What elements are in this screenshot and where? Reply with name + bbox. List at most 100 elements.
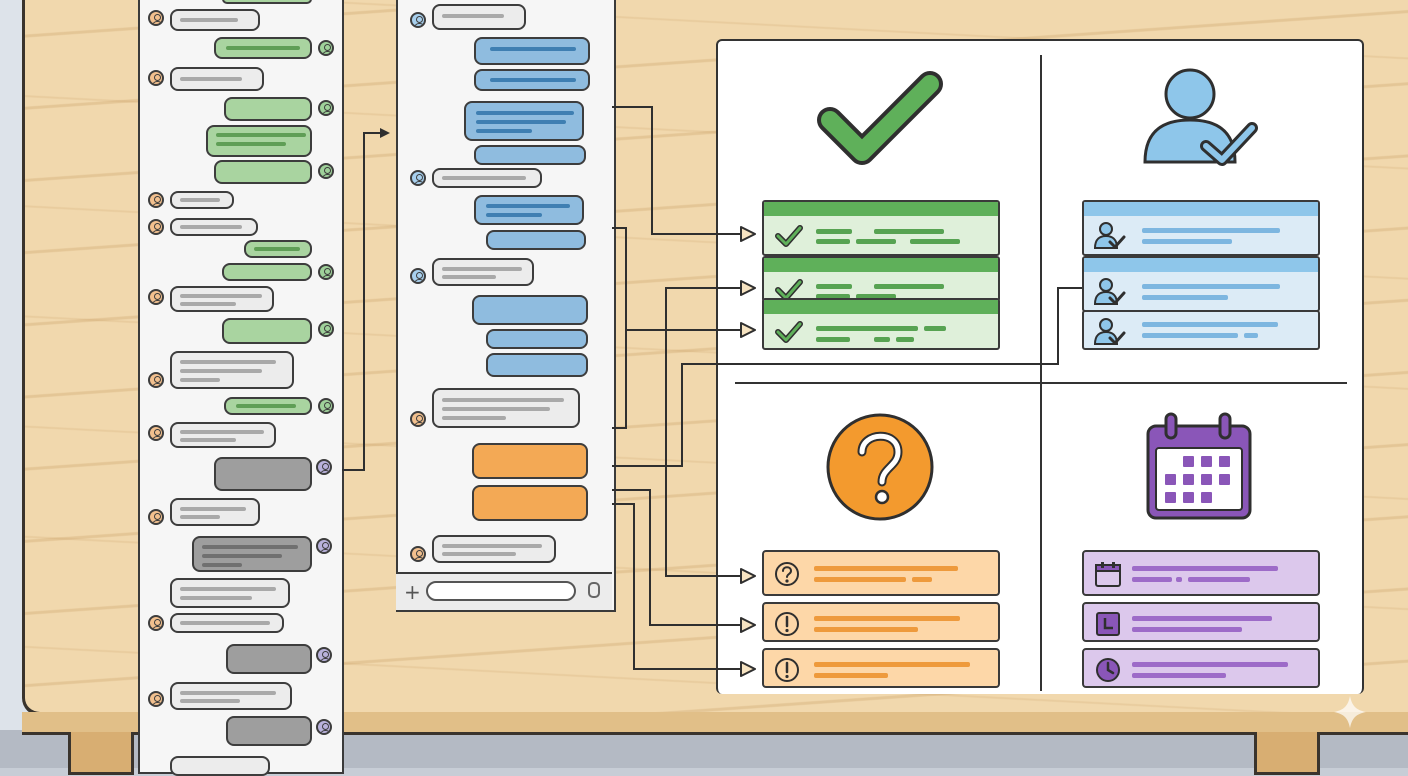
message-bubble bbox=[170, 578, 290, 608]
message-bubble bbox=[226, 716, 312, 746]
message-bubble bbox=[432, 258, 534, 286]
message-bubble bbox=[472, 485, 588, 521]
message-bubble bbox=[192, 536, 312, 572]
question-card[interactable] bbox=[762, 648, 1000, 688]
message-bubble bbox=[486, 353, 588, 377]
avatar-icon bbox=[148, 219, 164, 235]
message-bubble bbox=[472, 295, 588, 325]
avatar-icon bbox=[316, 647, 332, 663]
question-card[interactable] bbox=[762, 550, 1000, 596]
message-bubble bbox=[226, 644, 312, 674]
clock-icon bbox=[1096, 658, 1120, 682]
schedule-card[interactable] bbox=[1082, 602, 1320, 642]
avatar-icon bbox=[318, 398, 334, 414]
avatar-icon bbox=[148, 289, 164, 305]
avatar-icon bbox=[318, 264, 334, 280]
message-bubble bbox=[206, 125, 312, 157]
question-mark-icon bbox=[826, 413, 934, 521]
calendar-icon bbox=[1146, 412, 1252, 520]
assignee-card[interactable] bbox=[1082, 200, 1320, 256]
message-bubble bbox=[472, 443, 588, 479]
task-card[interactable] bbox=[762, 200, 1000, 256]
message-bubble bbox=[464, 101, 584, 141]
avatar-icon bbox=[148, 372, 164, 388]
checkmark-icon bbox=[775, 321, 803, 343]
sparkle-icon bbox=[1334, 696, 1366, 728]
message-bubble bbox=[170, 286, 274, 312]
avatar-icon bbox=[148, 509, 164, 525]
desk-edge bbox=[22, 712, 1408, 735]
avatar-icon bbox=[148, 425, 164, 441]
avatar-icon bbox=[148, 192, 164, 208]
chat-window-panel[interactable] bbox=[396, 0, 616, 612]
alert-circle-icon bbox=[775, 658, 799, 682]
avatar-icon bbox=[148, 615, 164, 631]
question-circle-icon bbox=[775, 562, 799, 586]
message-bubble bbox=[214, 457, 312, 491]
microphone-icon[interactable] bbox=[588, 582, 600, 598]
board-horizontal-divider bbox=[735, 382, 1347, 384]
assignee-card[interactable] bbox=[1082, 256, 1320, 312]
avatar-icon bbox=[318, 163, 334, 179]
message-bubble bbox=[224, 97, 312, 121]
message-bubble bbox=[170, 9, 260, 31]
message-bubble bbox=[214, 160, 312, 184]
message-bubble bbox=[432, 4, 526, 30]
message-bubble bbox=[474, 69, 590, 91]
message-composer: + bbox=[396, 572, 612, 610]
avatar-icon bbox=[410, 268, 426, 284]
message-input[interactable] bbox=[426, 581, 576, 601]
message-bubble bbox=[170, 422, 276, 448]
avatar-icon bbox=[316, 719, 332, 735]
checkmark-icon bbox=[775, 225, 803, 247]
user-check-icon bbox=[1093, 278, 1126, 305]
message-bubble bbox=[222, 0, 312, 4]
message-bubble bbox=[244, 240, 312, 258]
message-bubble bbox=[486, 329, 588, 349]
message-bubble bbox=[432, 388, 580, 428]
message-bubble bbox=[170, 351, 294, 389]
question-card[interactable] bbox=[762, 602, 1000, 642]
avatar-icon bbox=[410, 411, 426, 427]
alert-circle-icon bbox=[775, 612, 799, 636]
clock-square-icon bbox=[1096, 612, 1120, 636]
avatar-icon bbox=[410, 12, 426, 28]
chat-transcript-panel[interactable] bbox=[138, 0, 344, 776]
avatar-icon bbox=[148, 10, 164, 26]
message-bubble bbox=[170, 67, 264, 91]
message-bubble bbox=[474, 195, 584, 225]
avatar-icon bbox=[148, 691, 164, 707]
avatar-icon bbox=[410, 170, 426, 186]
avatar-icon bbox=[316, 538, 332, 554]
schedule-card[interactable] bbox=[1082, 550, 1320, 596]
message-bubble bbox=[170, 191, 234, 209]
checkmark-icon bbox=[817, 71, 943, 165]
message-bubble bbox=[486, 230, 586, 250]
avatar-icon bbox=[410, 546, 426, 562]
message-bubble bbox=[474, 145, 586, 165]
avatar-icon bbox=[316, 459, 332, 475]
add-icon[interactable]: + bbox=[404, 580, 421, 604]
board-vertical-divider bbox=[1040, 55, 1042, 691]
message-bubble bbox=[170, 613, 284, 633]
user-check-icon bbox=[1093, 222, 1126, 249]
task-card[interactable] bbox=[762, 298, 1000, 350]
message-bubble bbox=[222, 263, 312, 281]
message-bubble bbox=[474, 37, 590, 65]
message-bubble bbox=[432, 535, 556, 563]
message-bubble bbox=[432, 168, 542, 188]
calendar-icon bbox=[1095, 562, 1121, 587]
assignee-card[interactable] bbox=[1082, 310, 1320, 350]
avatar-icon bbox=[318, 100, 334, 116]
user-check-icon bbox=[1093, 318, 1126, 345]
message-bubble bbox=[222, 318, 312, 344]
message-bubble bbox=[170, 682, 292, 710]
avatar-icon bbox=[318, 321, 334, 337]
message-bubble bbox=[170, 218, 258, 236]
message-bubble bbox=[224, 397, 312, 415]
task-card[interactable] bbox=[762, 256, 1000, 302]
avatar-icon bbox=[148, 70, 164, 86]
schedule-card[interactable] bbox=[1082, 648, 1320, 688]
